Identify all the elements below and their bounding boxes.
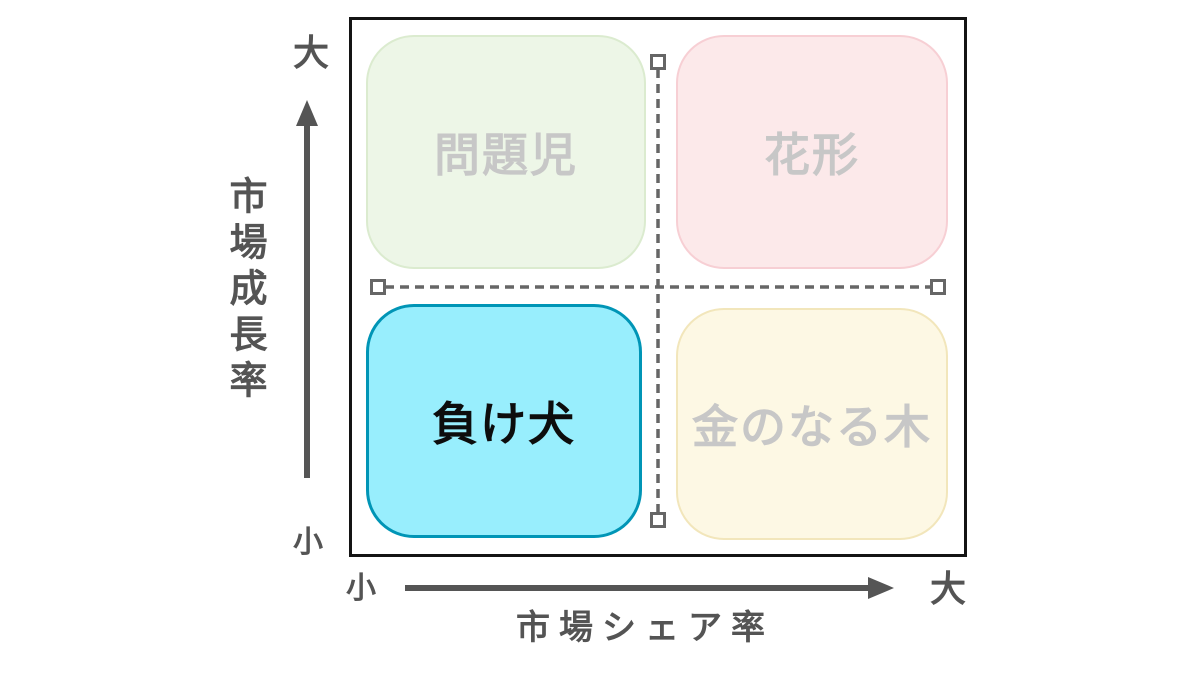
quadrant-problem-child-label: 問題児 xyxy=(434,128,578,182)
quadrant-dog[interactable]: 負け犬 xyxy=(366,304,642,538)
x-axis-title: 市場シェア率 xyxy=(516,608,774,648)
x-axis-min-label: 小 xyxy=(346,571,376,606)
quadrant-star[interactable]: 花形 xyxy=(676,35,948,269)
y-axis-arrow-head-icon xyxy=(296,100,318,126)
y-axis-max-label: 大 xyxy=(293,33,330,74)
quadrant-star-label: 花形 xyxy=(764,128,860,182)
quadrant-cash-cow[interactable]: 金のなる木 xyxy=(676,308,948,540)
y-axis-title: 市場成長率 xyxy=(223,176,267,406)
quadrant-dog-label: 負け犬 xyxy=(432,397,576,451)
x-axis-max-label: 大 xyxy=(930,569,967,610)
x-axis-arrow-head-icon xyxy=(868,577,894,599)
quadrant-problem-child[interactable]: 問題児 xyxy=(366,35,646,269)
y-axis-min-label: 小 xyxy=(293,525,323,560)
quadrant-cash-cow-label: 金のなる木 xyxy=(692,400,932,454)
